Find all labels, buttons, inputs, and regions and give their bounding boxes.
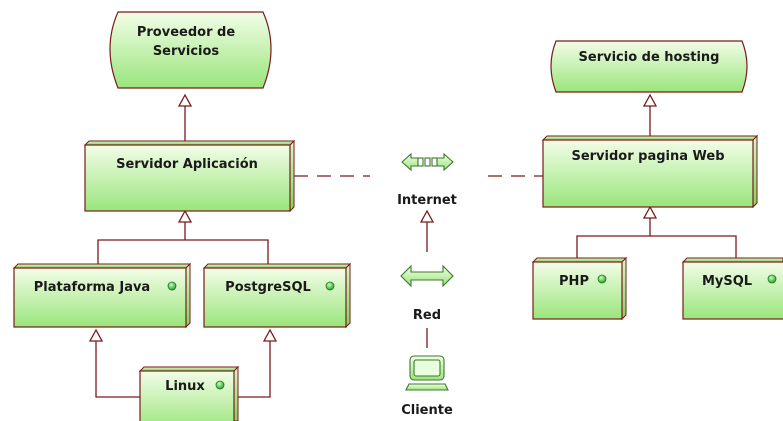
node-plataforma-java-label: Plataforma Java bbox=[34, 280, 150, 295]
service-proveedor[interactable]: Proveedor de Servicios bbox=[109, 11, 272, 89]
internet-label: Internet bbox=[397, 193, 457, 208]
arrowhead-app bbox=[177, 209, 193, 223]
node-servidor-aplicacion[interactable]: Servidor Aplicación bbox=[83, 139, 296, 213]
service-proveedor-label-1: Proveedor de bbox=[137, 25, 235, 40]
arrowhead-internet bbox=[419, 209, 435, 223]
red-double-arrow-icon[interactable] bbox=[400, 264, 454, 288]
arrowhead-postgres bbox=[262, 328, 278, 342]
status-dot-icon bbox=[597, 274, 607, 284]
node-servidor-web-label: Servidor pagina Web bbox=[571, 149, 724, 164]
node-servidor-aplicacion-label: Servidor Aplicación bbox=[116, 157, 258, 172]
node-postgresql-label: PostgreSQL bbox=[225, 280, 311, 295]
node-postgresql[interactable]: PostgreSQL bbox=[202, 262, 352, 329]
node-php-label: PHP bbox=[559, 274, 589, 289]
link-children-bus-right bbox=[576, 235, 737, 262]
status-dot-icon bbox=[767, 274, 777, 284]
status-dot-icon bbox=[167, 281, 177, 291]
link-linux-to-postgres bbox=[236, 341, 271, 398]
node-linux-label: Linux bbox=[165, 379, 205, 394]
internet-icon[interactable] bbox=[401, 152, 454, 172]
node-mysql[interactable]: MySQL bbox=[681, 257, 783, 320]
status-dot-icon bbox=[215, 380, 225, 390]
arrowhead-provider bbox=[177, 93, 193, 107]
node-plataforma-java[interactable]: Plataforma Java bbox=[12, 262, 192, 329]
connectors bbox=[95, 106, 737, 398]
arrowhead-web bbox=[642, 205, 658, 219]
arrowheads bbox=[88, 93, 658, 342]
link-linux-to-java bbox=[95, 341, 140, 398]
node-linux[interactable]: Linux bbox=[138, 365, 240, 421]
node-php[interactable]: PHP bbox=[531, 256, 628, 321]
node-mysql-label: MySQL bbox=[702, 274, 752, 289]
status-dot-icon bbox=[325, 281, 335, 291]
service-hosting-label: Servicio de hosting bbox=[579, 50, 720, 65]
arrowhead-hosting bbox=[642, 93, 658, 107]
arrowhead-java bbox=[88, 328, 104, 342]
red-label: Red bbox=[413, 308, 441, 323]
service-proveedor-label-2: Servicios bbox=[153, 44, 220, 59]
cliente-label: Cliente bbox=[401, 403, 453, 418]
service-hosting[interactable]: Servicio de hosting bbox=[550, 40, 748, 93]
cliente-computer-icon[interactable] bbox=[405, 355, 449, 391]
link-children-bus-left bbox=[97, 239, 269, 268]
node-servidor-web[interactable]: Servidor pagina Web bbox=[541, 134, 759, 209]
